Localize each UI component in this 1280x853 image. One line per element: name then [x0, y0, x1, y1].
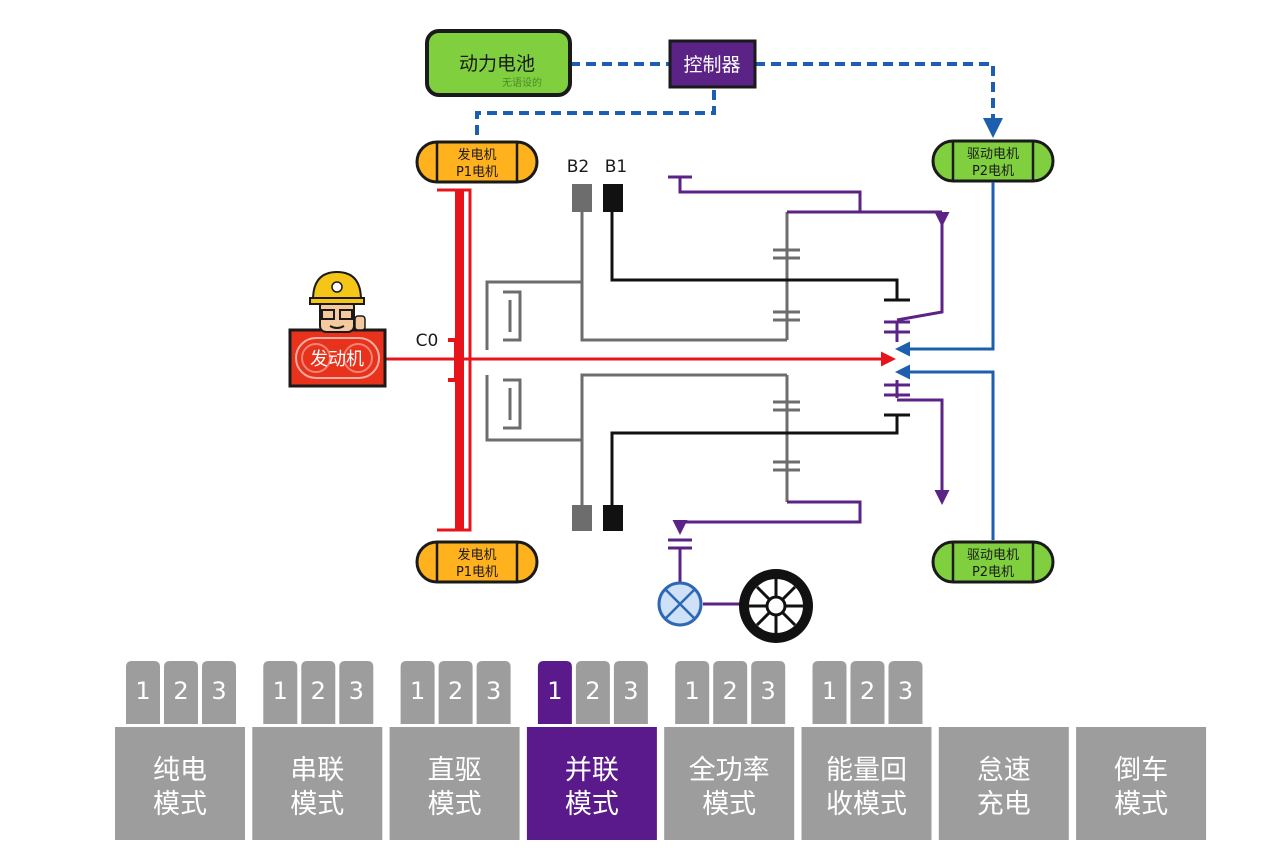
sub-tab-label: 3 — [349, 677, 364, 705]
drive-motor-power-lines — [895, 182, 995, 540]
sub-tab-label: 3 — [623, 677, 638, 705]
mode-6-sub-tab-1[interactable]: 1 — [812, 661, 847, 724]
mode-4-sub-tab-3[interactable]: 3 — [613, 661, 648, 724]
sub-tab-label: 1 — [273, 677, 288, 705]
drive-motor-top-line1: 驱动电机 — [967, 147, 1019, 162]
brake-b2-label: B2 — [567, 157, 589, 177]
mode-tab-label-line2: 收模式 — [826, 789, 907, 820]
sub-tab-label: 2 — [585, 677, 600, 705]
mode-tab-label-line2: 模式 — [565, 789, 619, 820]
differential-icon — [657, 581, 703, 627]
brake-b2-bottom[interactable] — [572, 505, 592, 531]
mode-2-sub-tab-2[interactable]: 2 — [301, 661, 336, 724]
b2-gear-path — [485, 210, 800, 510]
mode-tab-label-line2: 充电 — [977, 789, 1031, 820]
output-gear-path — [668, 175, 950, 606]
brake-b1-top[interactable] — [603, 184, 623, 212]
engine-shaft — [385, 188, 896, 532]
generator-top-line1: 发电机 — [457, 147, 496, 163]
mode-tab-label-line2: 模式 — [702, 789, 756, 820]
power-battery[interactable]: 动力电池 无语设的 — [425, 29, 572, 97]
mode-tab-label-line2: 模式 — [290, 789, 344, 820]
sub-tab-label: 2 — [723, 677, 738, 705]
electrical-links — [475, 62, 1003, 142]
sub-tab-label: 3 — [211, 677, 226, 705]
drive-motor-top[interactable]: 驱动电机 P2电机 — [931, 139, 1055, 183]
controller-drive-motor-link — [755, 62, 1003, 138]
mode-3-sub-tab-1[interactable]: 1 — [400, 661, 435, 724]
mode-tab-label-line2: 模式 — [153, 789, 207, 820]
mode-3-sub-tab-2[interactable]: 2 — [438, 661, 473, 724]
mode-2-sub-tab-3[interactable]: 3 — [339, 661, 374, 724]
mode-5-sub-tab-2[interactable]: 2 — [713, 661, 748, 724]
mode-tab-label-line1: 怠速 — [977, 755, 1031, 786]
hardhat-worker-icon — [309, 270, 366, 333]
sub-tab-label: 2 — [448, 677, 463, 705]
mode-tab-label-line1: 能量回 — [826, 755, 907, 786]
generator-top[interactable]: 发电机 P1电机 — [415, 140, 539, 184]
sub-tab-label: 3 — [898, 677, 913, 705]
mode-5-sub-tab-1[interactable]: 1 — [675, 661, 710, 724]
sub-tab-label: 2 — [860, 677, 875, 705]
generator-bottom-line1: 发电机 — [457, 547, 496, 563]
mode-tab-label-line1: 倒车 — [1114, 755, 1168, 786]
drive-motor-top-line2: P2电机 — [972, 164, 1014, 179]
drive-motor-bottom-line2: P2电机 — [972, 565, 1014, 580]
sub-tab-label: 1 — [822, 677, 837, 705]
mode-1-sub-tab-2[interactable]: 2 — [164, 661, 198, 724]
mode-2-sub-tab-1[interactable]: 1 — [263, 661, 298, 724]
generator-bottom[interactable]: 发电机 P1电机 — [415, 540, 539, 584]
mode-tab-label-line2: 模式 — [1114, 789, 1168, 820]
brake-b1-label: B1 — [605, 157, 627, 177]
mode-tab-label-line1: 串联 — [290, 755, 344, 786]
generator-bottom-line2: P1电机 — [456, 565, 498, 580]
mode-tab-label-line2: 模式 — [428, 789, 482, 820]
sub-tab-label: 2 — [173, 677, 188, 705]
mode-1-sub-tab-1[interactable]: 1 — [126, 661, 160, 724]
mode-tab-label-line1: 纯电 — [153, 755, 207, 786]
controller-label: 控制器 — [683, 54, 740, 76]
controller[interactable]: 控制器 — [668, 39, 757, 89]
mode-5-sub-tab-3[interactable]: 3 — [751, 661, 786, 724]
sub-tab-label: 2 — [311, 677, 326, 705]
clutch-c0-label: C0 — [416, 331, 439, 351]
generator-top-line2: P1电机 — [456, 165, 498, 180]
mode-6-sub-tab-3[interactable]: 3 — [888, 661, 923, 724]
sub-tab-label: 1 — [685, 677, 700, 705]
brake-b1-bottom[interactable] — [603, 505, 623, 531]
sub-tab-label: 3 — [486, 677, 501, 705]
mode-tab-label-line1: 直驱 — [428, 755, 482, 786]
sub-tab-label: 1 — [410, 677, 425, 705]
drive-motor-bottom-line1: 驱动电机 — [967, 548, 1019, 563]
sub-tab-label: 1 — [547, 677, 562, 705]
battery-sublabel: 无语设的 — [502, 76, 542, 89]
mode-3-sub-tab-3[interactable]: 3 — [476, 661, 511, 724]
mode-4-sub-tab-1[interactable]: 1 — [537, 661, 572, 724]
b1-gear-path — [610, 210, 910, 505]
engine[interactable]: 发动机 — [288, 328, 387, 388]
drive-motor-bottom[interactable]: 驱动电机 P2电机 — [931, 540, 1055, 584]
battery-label: 动力电池 — [459, 53, 535, 75]
mode-4-sub-tab-2[interactable]: 2 — [575, 661, 610, 724]
mode-1-sub-tab-3[interactable]: 3 — [202, 661, 236, 724]
mode-6-sub-tab-2[interactable]: 2 — [850, 661, 885, 724]
wheel-icon — [739, 569, 813, 643]
brake-b2-top[interactable] — [572, 184, 592, 212]
sub-tab-label: 1 — [135, 677, 150, 705]
engine-label: 发动机 — [310, 349, 364, 370]
sub-tab-label: 3 — [761, 677, 776, 705]
mode-tab-label-line1: 并联 — [565, 755, 619, 786]
mode-tab-label-line1: 全功率 — [689, 755, 770, 786]
controller-generator-link — [475, 90, 716, 142]
